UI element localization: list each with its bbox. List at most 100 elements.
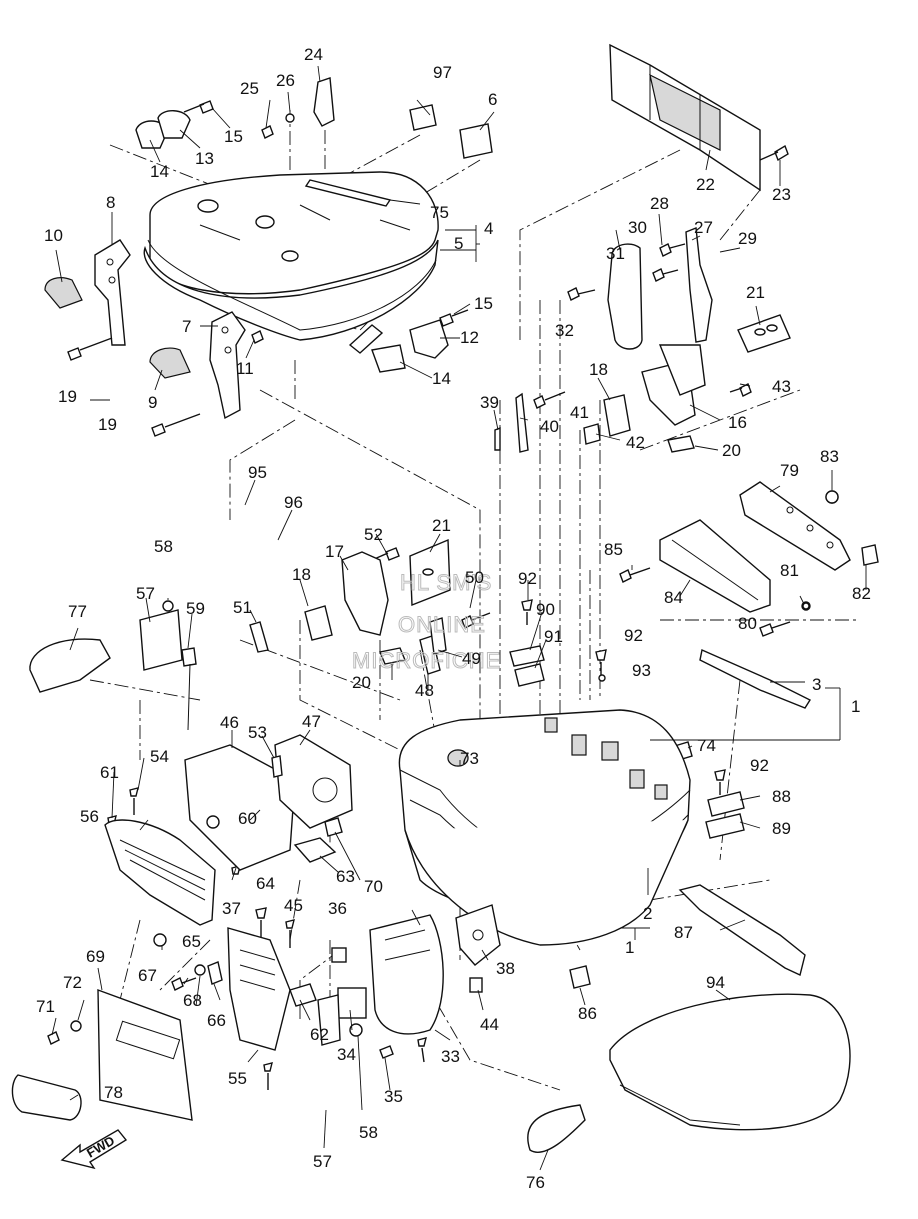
callout-5: 5: [454, 234, 463, 253]
watermark-line-2: ONLINE: [398, 612, 486, 637]
callout-95: 95: [248, 463, 267, 482]
middle-brackets: [249, 538, 545, 687]
callout-92c: 92: [750, 756, 769, 775]
callout-79: 79: [780, 461, 799, 480]
leader-lines: [51, 65, 867, 1171]
callout-52: 52: [364, 525, 383, 544]
callout-53: 53: [248, 723, 267, 742]
callout-42: 42: [626, 433, 645, 452]
callout-56: 56: [80, 807, 99, 826]
callout-14: 14: [150, 162, 169, 181]
callout-92: 92: [518, 569, 537, 588]
callout-57b: 57: [313, 1152, 332, 1171]
callout-31: 31: [606, 244, 625, 263]
callout-80: 80: [738, 614, 757, 633]
callout-1b: 1: [625, 938, 634, 957]
callout-3: 3: [812, 675, 821, 694]
callout-66: 66: [207, 1011, 226, 1030]
callout-21b: 21: [432, 516, 451, 535]
callout-32: 32: [555, 321, 574, 340]
callout-65: 65: [182, 932, 201, 951]
callout-74: 74: [697, 736, 716, 755]
callout-10: 10: [44, 226, 63, 245]
callout-6: 6: [488, 90, 497, 109]
callout-94: 94: [706, 973, 725, 992]
hinge-parts-left: [44, 77, 449, 420]
callout-73: 73: [460, 749, 479, 768]
callout-15: 15: [224, 127, 243, 146]
watermark-line-1: HL SM'S: [400, 570, 492, 595]
callout-86: 86: [578, 1004, 597, 1023]
callout-11: 11: [236, 359, 254, 378]
callout-88: 88: [772, 787, 791, 806]
speaker-parts: [139, 600, 197, 731]
callout-15b: 15: [474, 294, 493, 313]
callout-17: 17: [325, 542, 344, 561]
lid-decals: [304, 104, 493, 354]
callout-27: 27: [694, 218, 713, 237]
callout-16: 16: [728, 413, 747, 432]
callout-2: 2: [643, 904, 652, 923]
callout-82: 82: [852, 584, 871, 603]
callout-39: 39: [480, 393, 499, 412]
callout-20: 20: [722, 441, 741, 460]
callout-93: 93: [632, 661, 651, 680]
callout-69: 69: [86, 947, 105, 966]
callout-14b: 14: [432, 369, 451, 388]
callout-83: 83: [820, 447, 839, 466]
callout-7: 7: [182, 317, 191, 336]
callout-44: 44: [480, 1015, 499, 1034]
callout-4: 4: [484, 219, 493, 238]
callout-37: 37: [222, 899, 241, 918]
callout-41: 41: [570, 403, 589, 422]
callout-58: 58: [154, 537, 173, 556]
callout-72: 72: [63, 973, 82, 992]
callouts: 1 1 2 3 4 5 6 7 8 9 10 11 12 13 14 14 15…: [36, 45, 871, 1192]
callout-96: 96: [284, 493, 303, 512]
callout-59: 59: [186, 599, 205, 618]
callout-68: 68: [183, 991, 202, 1010]
callout-12: 12: [460, 328, 479, 347]
callout-61: 61: [100, 763, 119, 782]
callout-92b: 92: [624, 626, 643, 645]
callout-46: 46: [220, 713, 239, 732]
callout-24: 24: [304, 45, 323, 64]
fwd-arrow-icon: FWD: [60, 1129, 128, 1170]
callout-19b: 19: [98, 415, 117, 434]
callout-40: 40: [540, 417, 559, 436]
callout-89: 89: [772, 819, 791, 838]
mount-bracket-right: [659, 481, 879, 613]
callout-51: 51: [233, 598, 252, 617]
callout-97: 97: [433, 63, 452, 82]
watermark-line-3: MICROFICHE: [352, 648, 501, 673]
callout-76: 76: [526, 1173, 545, 1192]
callout-13: 13: [195, 149, 214, 168]
small-parts: [447, 490, 839, 767]
callout-20b: 20: [352, 673, 371, 692]
callout-22: 22: [696, 175, 715, 194]
callout-19: 19: [58, 387, 77, 406]
callout-78: 78: [104, 1083, 123, 1102]
callout-85: 85: [604, 540, 623, 559]
callout-75: 75: [430, 203, 449, 222]
callout-62: 62: [310, 1025, 329, 1044]
callout-33: 33: [441, 1047, 460, 1066]
callout-67: 67: [138, 966, 157, 985]
callout-34: 34: [337, 1045, 356, 1064]
callout-63: 63: [336, 867, 355, 886]
callout-9: 9: [148, 393, 157, 412]
callout-36: 36: [328, 899, 347, 918]
callout-18: 18: [589, 360, 608, 379]
upper-right-parts: [494, 43, 791, 453]
callout-26: 26: [276, 71, 295, 90]
callout-54: 54: [150, 747, 169, 766]
callout-58b: 58: [359, 1123, 378, 1142]
callout-81: 81: [780, 561, 799, 580]
callout-43: 43: [772, 377, 791, 396]
callout-70: 70: [364, 877, 383, 896]
callout-35: 35: [384, 1087, 403, 1106]
callout-48: 48: [415, 681, 434, 700]
callout-84: 84: [664, 588, 683, 607]
lid-assembly: [143, 171, 439, 341]
